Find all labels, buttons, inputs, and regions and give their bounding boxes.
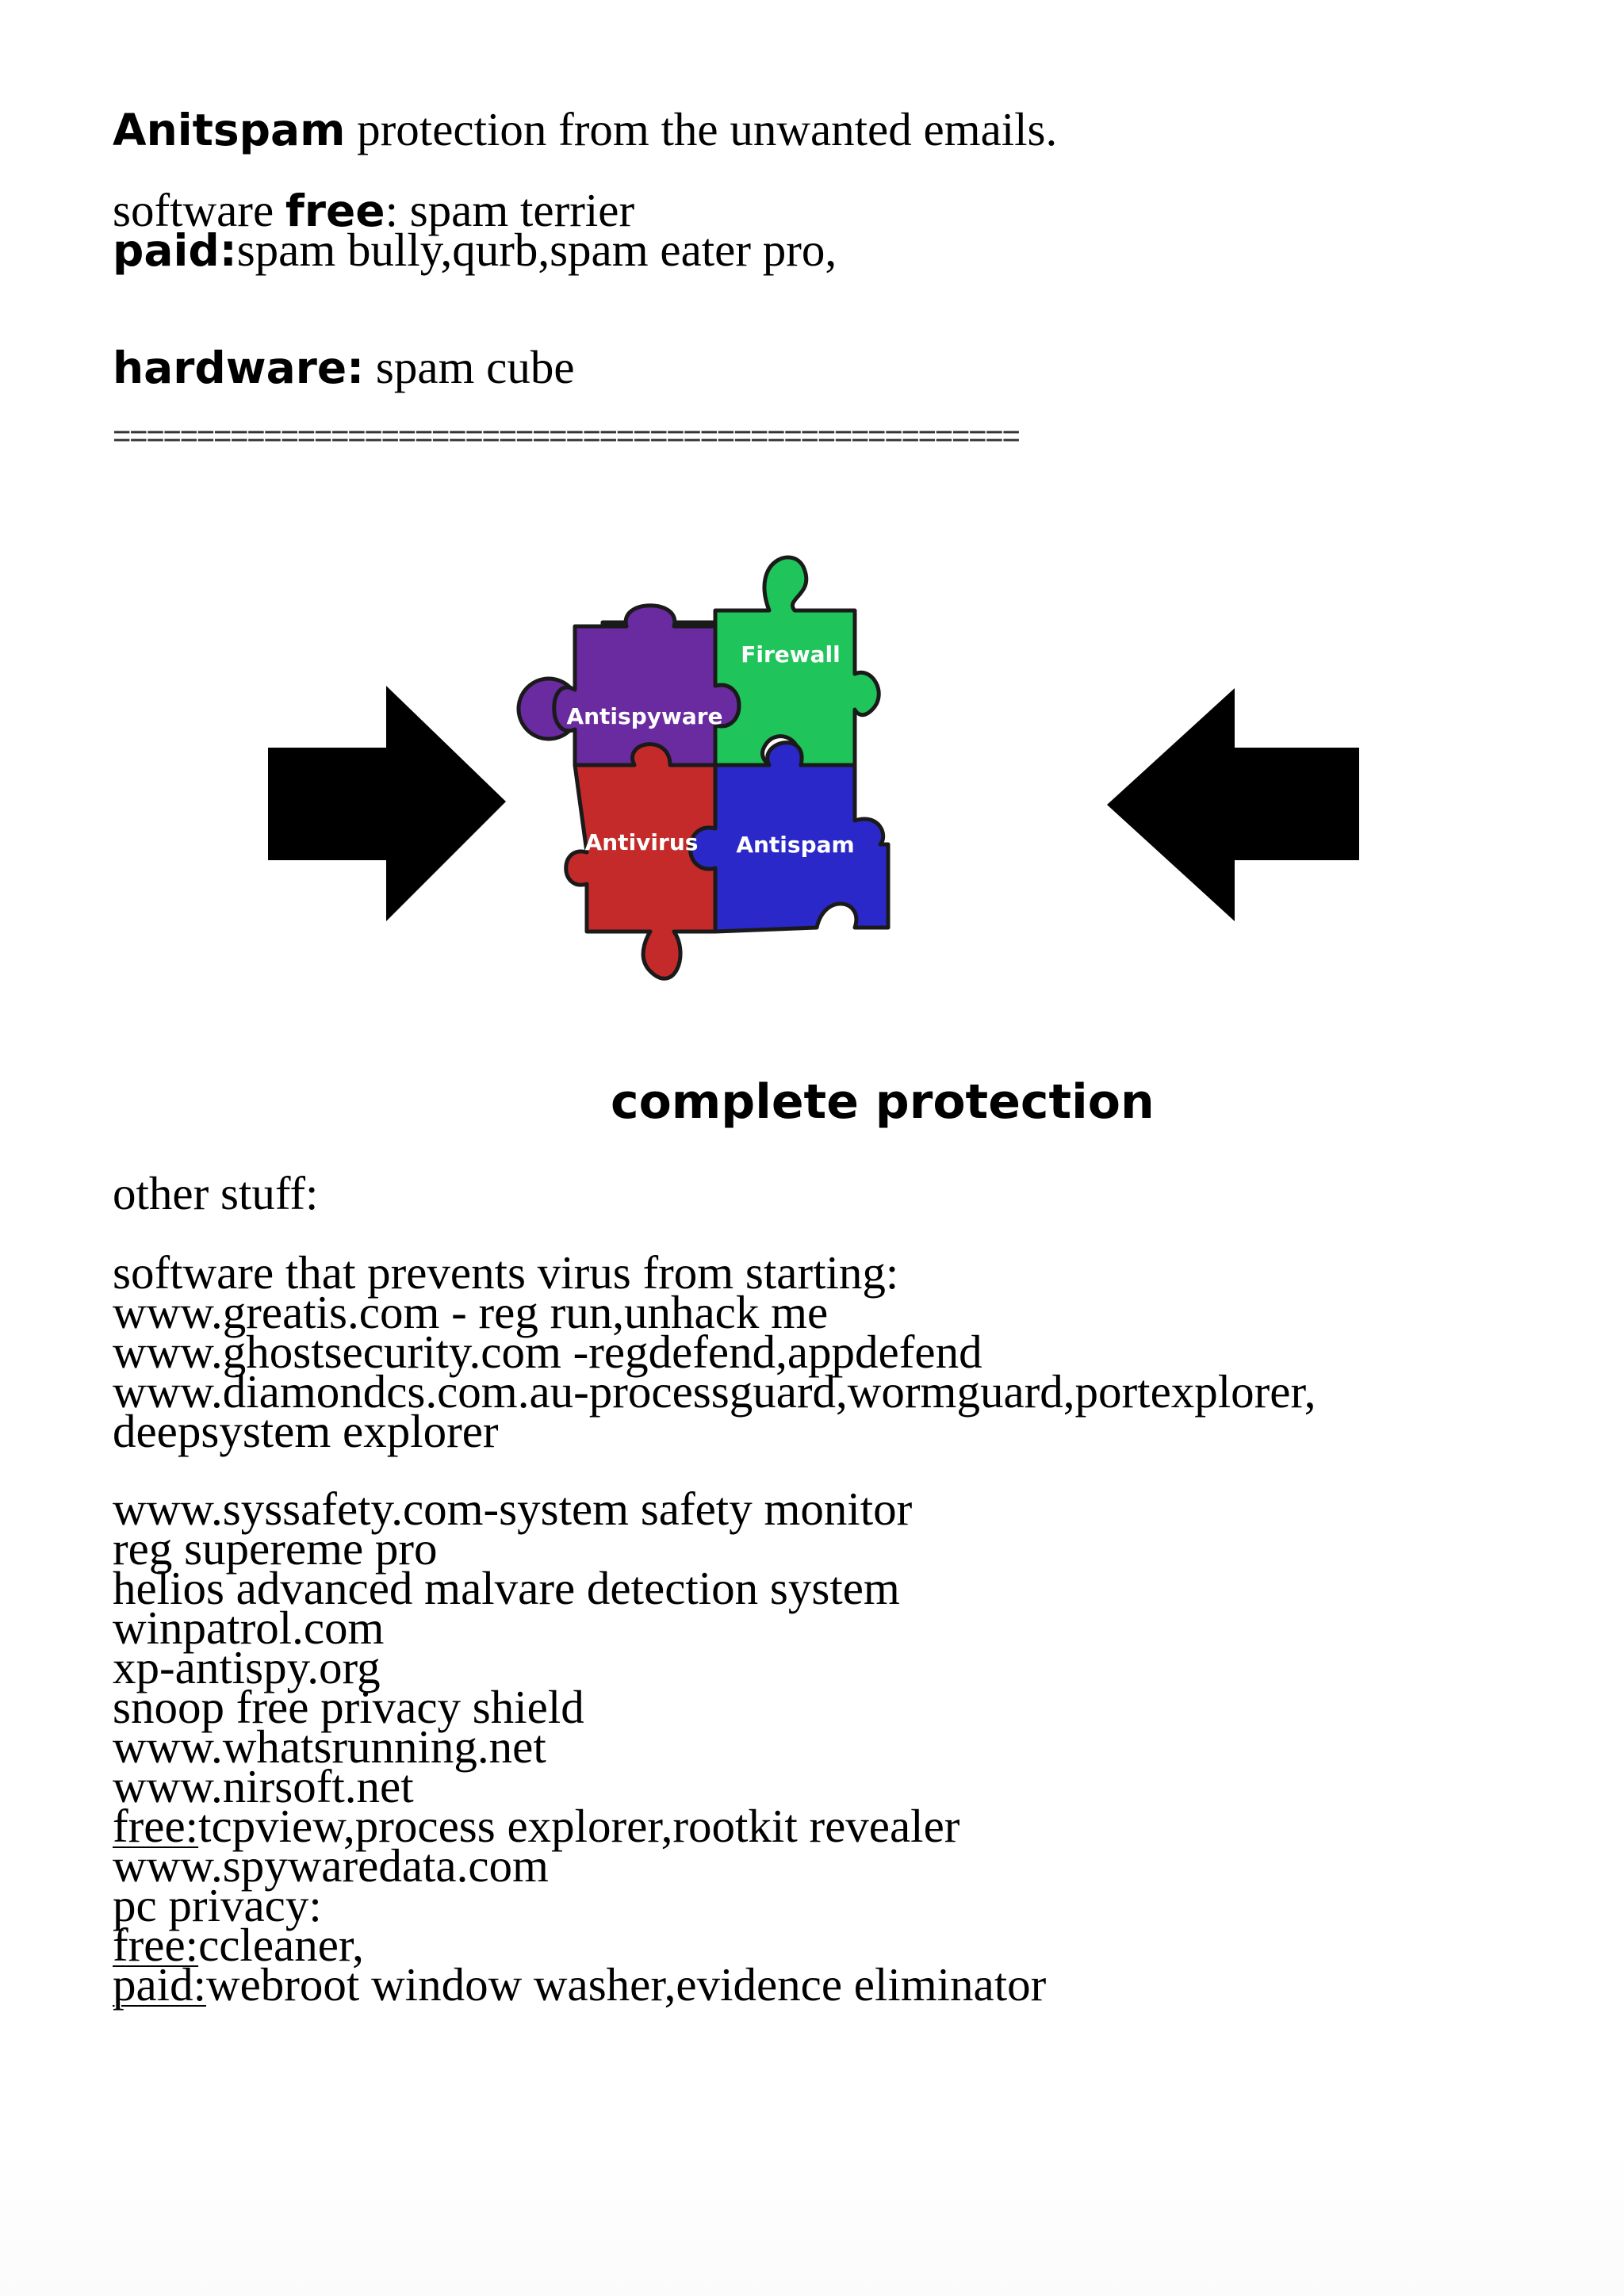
free-tools-list: tcpview,process explorer,rootkit reveale… — [198, 1800, 960, 1852]
pc-privacy-heading: pc privacy: — [113, 1879, 322, 1931]
software-prefix: software — [113, 184, 274, 236]
figure-caption: complete protection — [611, 1074, 1155, 1130]
software-paid-line: paid:spam bully,qurb,spam eater pro, — [113, 227, 837, 274]
puzzle-piece-firewall — [713, 555, 881, 767]
label-antispam: Antispam — [736, 832, 854, 858]
software-free-line: software free: spam terrier — [113, 187, 634, 234]
free-software-list: : spam terrier — [385, 184, 635, 236]
privacy-paid-list: webroot window washer,evidence eliminato… — [205, 1958, 1047, 2011]
antispam-heading-text: protection from the unwanted emails. — [357, 103, 1058, 155]
paid-label: paid: — [113, 225, 237, 276]
free-label: free — [285, 186, 385, 236]
label-antivirus: Antivirus — [585, 829, 699, 855]
security-puzzle-figure: Firewall Antispyware Antivirus Antispam — [268, 555, 1359, 981]
tools-line-1: www.syssafety.com-system safety monitor — [113, 1483, 913, 1535]
divider-line: ========================================… — [113, 419, 1021, 453]
antispam-heading-line: Anitspam protection from the unwanted em… — [113, 106, 1057, 153]
label-firewall: Firewall — [741, 641, 840, 668]
privacy-paid-label: paid: — [113, 1958, 206, 2011]
hardware-line: hardware: spam cube — [113, 344, 575, 391]
other-stuff-heading: other stuff: — [113, 1167, 319, 1219]
tools-line-4: winpatrol.com — [113, 1601, 385, 1654]
label-antispyware: Antispyware — [566, 703, 722, 729]
privacy-free-list: ccleaner, — [198, 1919, 364, 1971]
privacy-free-label: free: — [113, 1919, 199, 1971]
hardware-label: hardware: — [113, 342, 365, 393]
privacy-free-line: free:ccleaner, — [113, 1922, 364, 1969]
other-line-1: software that prevents virus from starti… — [113, 1246, 899, 1299]
antispam-keyword: Anitspam — [113, 105, 346, 155]
right-arrow-icon — [268, 686, 506, 921]
puzzle-piece-antispam — [688, 740, 891, 934]
other-line-2: www.greatis.com - reg run,unhack me — [113, 1286, 829, 1338]
spywaredata-line: www.spywaredata.com — [113, 1839, 549, 1892]
puzzle-icon — [516, 555, 891, 981]
other-line-4: www.diamondcs.com.au-processguard,wormgu… — [113, 1365, 1316, 1418]
tools-line-8: www.nirsoft.net — [113, 1760, 414, 1812]
tools-line-5: xp-antispy.org — [113, 1641, 381, 1693]
hardware-item: spam cube — [375, 341, 575, 393]
tools-line-2: reg supereme pro — [113, 1522, 438, 1575]
tools-line-3: helios advanced malvare detection system — [113, 1562, 900, 1614]
puzzle-piece-antispyware-body — [552, 603, 741, 767]
other-line-3: www.ghostsecurity.com -regdefend,appdefe… — [113, 1326, 982, 1378]
tools-line-7: www.whatsrunning.net — [113, 1720, 546, 1773]
paid-software-list: spam bully,qurb,spam eater pro, — [236, 224, 837, 276]
page-bottom-area — [0, 2141, 1624, 2296]
privacy-paid-line: paid:webroot window washer,evidence elim… — [113, 1961, 1046, 2008]
free-tools-line: free:tcpview,process explorer,rootkit re… — [113, 1803, 959, 1850]
tools-line-6: snoop free privacy shield — [113, 1681, 584, 1733]
free-tools-label: free: — [113, 1800, 199, 1852]
other-line-5: deepsystem explorer — [113, 1405, 499, 1457]
puzzle-piece-antivirus — [564, 742, 718, 981]
left-arrow-icon — [1107, 688, 1359, 921]
